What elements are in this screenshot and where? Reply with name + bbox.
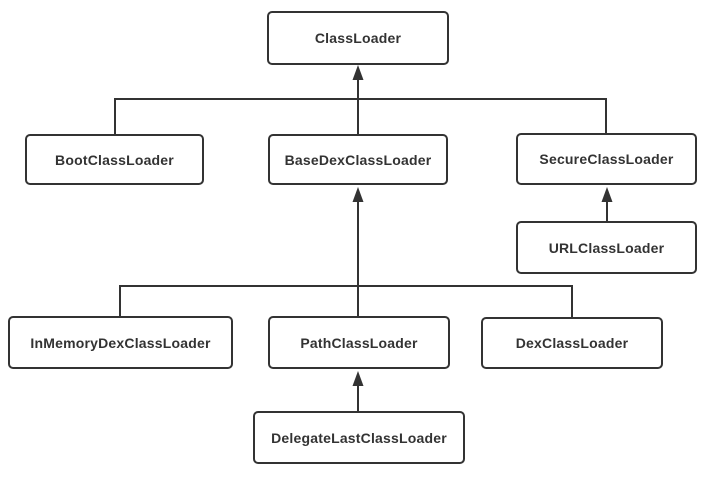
- node-classloader: ClassLoader: [267, 11, 449, 65]
- edge-group-classloader-children: [114, 65, 607, 134]
- arrowhead-to-secureclassloader: [601, 187, 613, 202]
- arrowhead-to-pathclassloader: [352, 371, 364, 386]
- edge-delegatelastclassloader-pathclassloader: [352, 371, 364, 411]
- edge-urlclassloader-secureclassloader: [601, 187, 613, 221]
- node-pathclassloader: PathClassLoader: [268, 316, 450, 369]
- node-dexclassloader: DexClassLoader: [481, 317, 663, 369]
- node-secureclassloader: SecureClassLoader: [516, 133, 697, 185]
- node-urlclassloader: URLClassLoader: [516, 221, 697, 274]
- node-bootclassloader: BootClassLoader: [25, 134, 204, 185]
- edge-group-basedexclassloader-children: [119, 187, 573, 317]
- arrowhead-to-classloader: [352, 65, 364, 80]
- node-inmemorydexclassloader: InMemoryDexClassLoader: [8, 316, 233, 369]
- node-delegatelastclassloader: DelegateLastClassLoader: [253, 411, 465, 464]
- arrowhead-to-basedexclassloader: [352, 187, 364, 202]
- node-basedexclassloader: BaseDexClassLoader: [268, 134, 448, 185]
